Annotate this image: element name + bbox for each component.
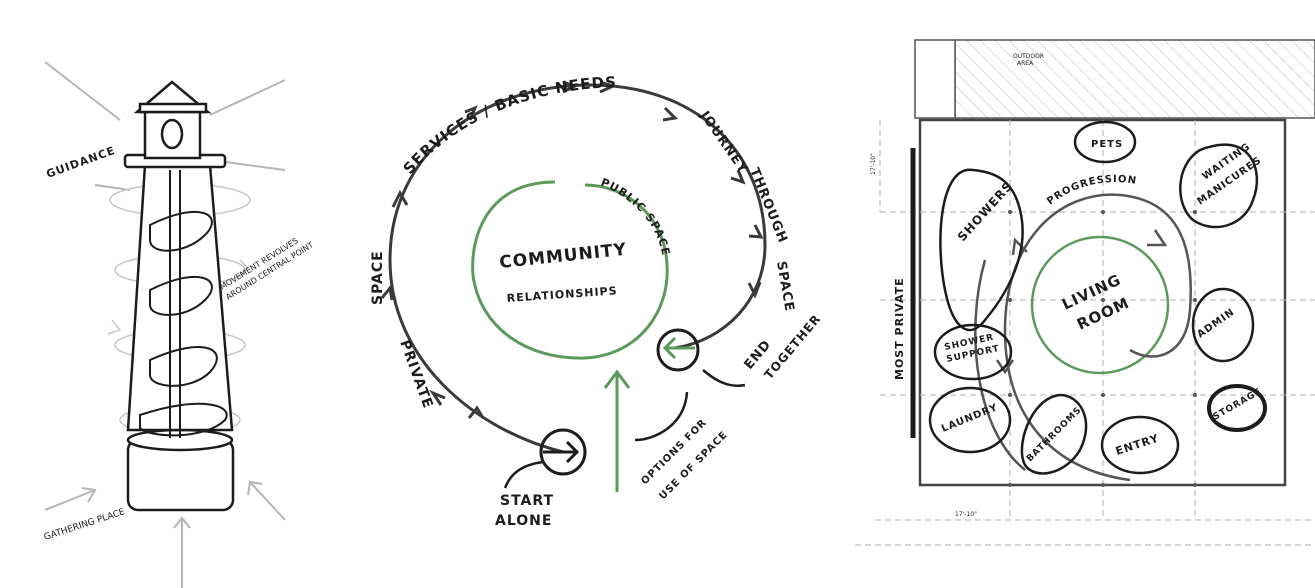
entry-label: ENTRY [1114, 432, 1161, 458]
outdoor-label-2: AREA [1017, 60, 1034, 67]
tower-sketch-panel: GUIDANCE MOVEMENT REVOLVES AROUND CENTRA… [0, 0, 345, 588]
tower-sketch: GUIDANCE MOVEMENT REVOLVES AROUND CENTRA… [0, 0, 345, 588]
floor-plan: OUTDOOR AREA 17'-10" 17'-10" MOST PRIVAT… [855, 0, 1315, 588]
showers-label: SHOWERS [955, 179, 1016, 244]
start-label: START [500, 493, 554, 509]
end-circle [658, 330, 698, 370]
outdoor-notch [915, 40, 955, 118]
end-arrow [665, 338, 695, 358]
private-label: PRIVATE [396, 338, 436, 411]
through-label: THROUGH [746, 166, 790, 246]
pointer-strokes [505, 370, 745, 488]
green-up-arrow [605, 372, 629, 492]
start-arrow [543, 442, 577, 462]
journey-diagram-panel: SERVICES / BASIC NEEDS PUBLIC SPACE JOUR… [345, 0, 850, 588]
gathering-label: GATHERING PLACE [43, 507, 127, 543]
admin-label: ADMIN [1195, 307, 1237, 341]
dim-bottom: 17'-10" [955, 511, 977, 518]
services-label: SERVICES / BASIC NEEDS [400, 73, 618, 177]
pets-label: PETS [1091, 139, 1123, 150]
journey-label: JOURNEY [696, 108, 751, 177]
alone-label: ALONE [495, 513, 552, 529]
progression-label: PROGRESSION [1045, 174, 1138, 207]
space-right-label: SPACE [773, 260, 797, 313]
journey-diagram: SERVICES / BASIC NEEDS PUBLIC SPACE JOUR… [345, 0, 850, 588]
space-left-label: SPACE [370, 250, 386, 305]
floor-plan-panel: OUTDOOR AREA 17'-10" 17'-10" MOST PRIVAT… [855, 0, 1315, 588]
relationships-label: RELATIONSHIPS [506, 284, 618, 305]
dim-top: 17'-10" [870, 153, 877, 175]
guidance-label: GUIDANCE [45, 144, 118, 181]
outdoor-label-1: OUTDOOR [1013, 53, 1044, 60]
community-label: COMMUNITY [498, 240, 627, 273]
most-private-label: MOST PRIVATE [893, 277, 906, 380]
outdoor-area [955, 40, 1315, 118]
